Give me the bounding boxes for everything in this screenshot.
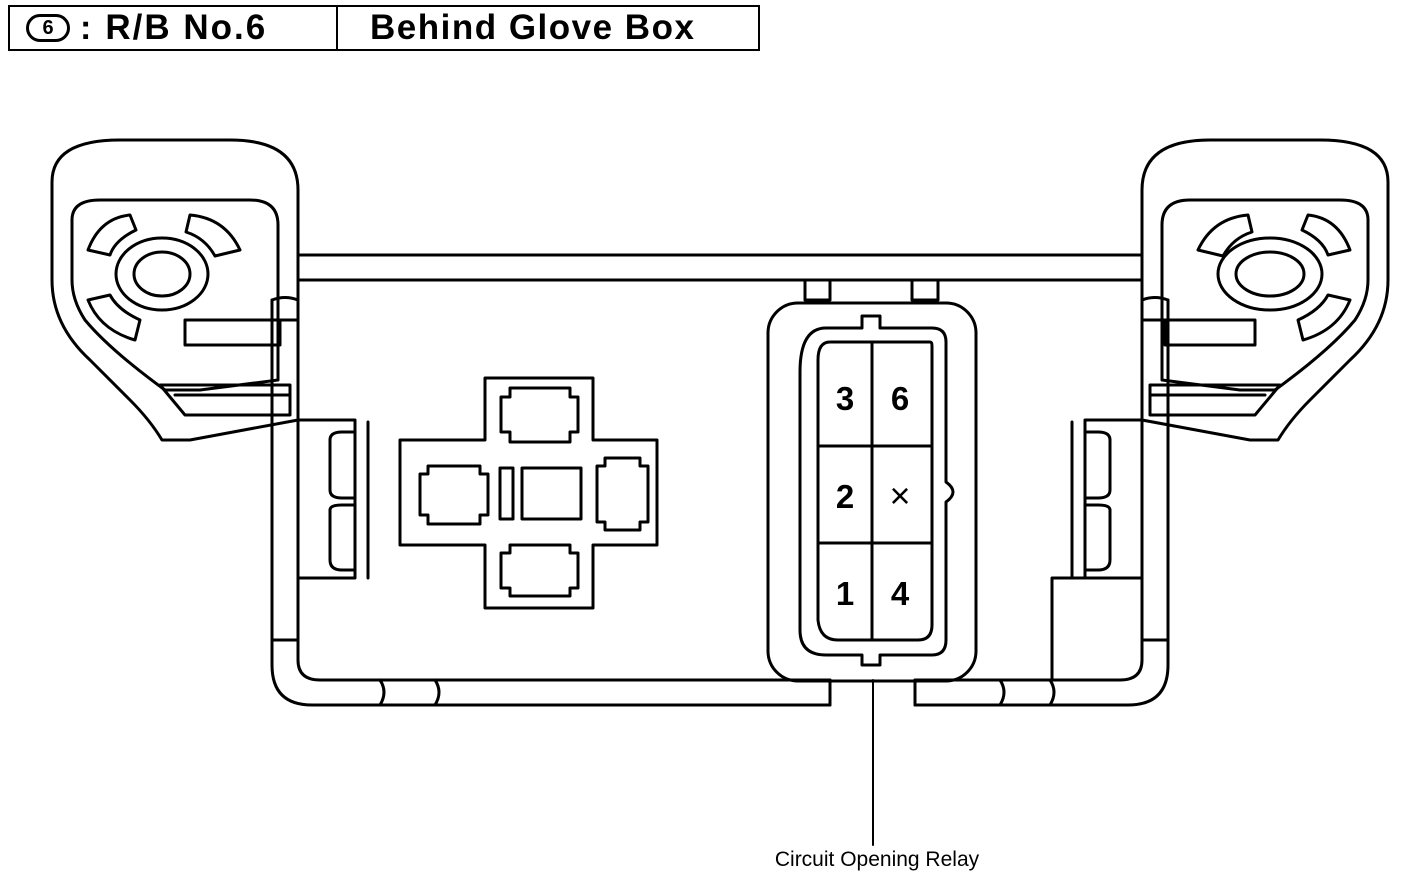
- terminal-1-label: 1: [836, 575, 854, 612]
- relay-block-housing: [270, 253, 1170, 707]
- right-latch: [1050, 418, 1144, 682]
- circuit-opening-relay-connector: [766, 301, 978, 846]
- circuit-opening-relay-label: Circuit Opening Relay: [775, 848, 980, 871]
- diagram-header: 6 : R/B No.6 Behind Glove Box: [8, 5, 760, 51]
- header-separator: :: [80, 8, 92, 47]
- terminal-4-label: 4: [891, 575, 910, 612]
- location-label: Behind Glove Box: [370, 8, 696, 47]
- terminal-2-label: 2: [836, 478, 854, 515]
- header-id-cell: 6 : R/B No.6: [10, 7, 338, 49]
- cross-relay-socket: [398, 376, 659, 610]
- terminal-unused-mark: ×: [889, 475, 910, 516]
- left-mounting-bracket: [50, 138, 300, 442]
- connector-badge: 6: [26, 14, 70, 42]
- terminal-6-label: 6: [891, 380, 909, 417]
- left-latch: [296, 418, 370, 580]
- relay-block-title: R/B No.6: [105, 8, 268, 47]
- right-mounting-bracket: [1140, 138, 1390, 442]
- terminal-3-label: 3: [836, 380, 854, 417]
